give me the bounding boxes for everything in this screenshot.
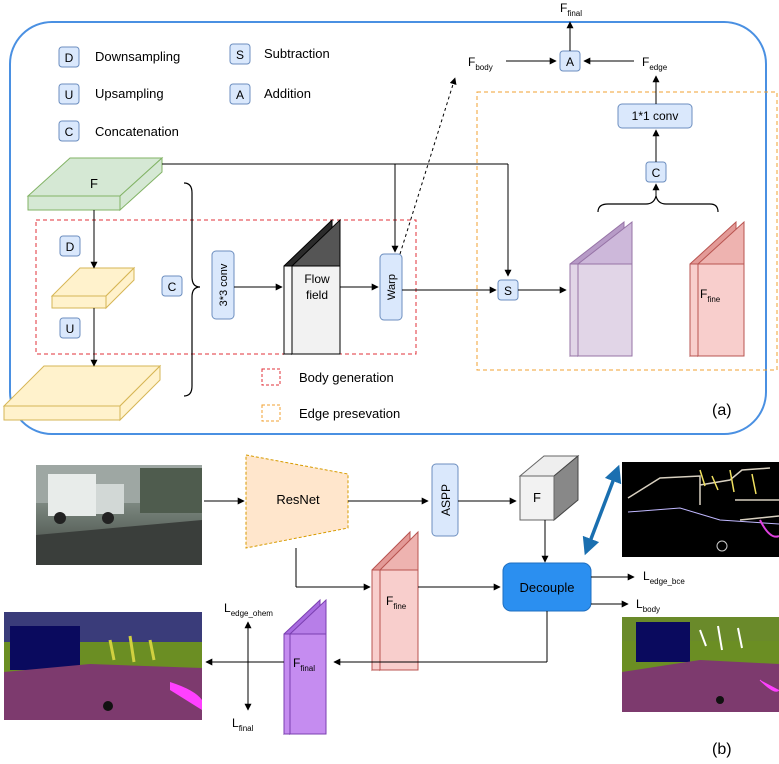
caption-a: (a) xyxy=(712,402,732,419)
conv1x1-label: 1*1 conv xyxy=(632,109,679,123)
op-upsample-label: U xyxy=(66,322,75,336)
body-generation-region xyxy=(35,219,417,355)
f-fine-a-label: Ffine xyxy=(700,287,721,304)
op-upsample xyxy=(59,317,81,339)
body-map-image xyxy=(622,617,779,712)
f-fine-slab-a: Ffine xyxy=(689,220,745,358)
l-edge-bce-label: Ledge_bce xyxy=(643,569,685,586)
correspondence-arrow xyxy=(582,464,622,556)
input-image xyxy=(36,465,202,565)
legend-subtraction: S Subtraction xyxy=(229,43,330,65)
legend-label-subtraction: Subtraction xyxy=(264,46,330,61)
conv1x1-block xyxy=(617,103,693,129)
edge-preservation-label: Edge presevation xyxy=(299,406,400,421)
legend-label-addition: Addition xyxy=(264,86,311,101)
edge-brace xyxy=(597,195,719,213)
legend-concatenation: C Concatenation xyxy=(58,120,179,142)
aspp-block xyxy=(431,463,459,537)
conv3x3-block xyxy=(211,250,235,320)
aspp-feature-cube: F xyxy=(518,454,580,522)
decouple-label: Decouple xyxy=(520,580,575,595)
l-body-label: Lbody xyxy=(636,597,660,614)
op-downsample xyxy=(59,235,81,257)
f-fine-b-label: Ffine xyxy=(386,594,407,611)
op-subtract-label: S xyxy=(504,284,512,298)
f-final-b-label: Ffinal xyxy=(293,656,315,673)
resnet-block xyxy=(245,454,349,549)
legend-label-upsampling: Upsampling xyxy=(95,86,164,101)
caption-b: (b) xyxy=(712,741,732,758)
downsampled-feature-slab xyxy=(50,266,136,310)
panel-a-border xyxy=(9,21,767,435)
flow-field-label-line1: Flow xyxy=(304,272,330,286)
concat-brace xyxy=(183,182,201,397)
conv3x3-label: 3*3 conv xyxy=(218,263,230,306)
edge-map-image xyxy=(622,462,779,557)
upsampled-feature-slab xyxy=(2,364,162,422)
legend-label-downsampling: Downsampling xyxy=(95,49,180,64)
legend-key-s: S xyxy=(236,48,244,62)
legend-key-c: C xyxy=(65,125,74,139)
op-add-label: A xyxy=(566,55,574,69)
op-concat-edge-label: C xyxy=(652,166,661,180)
l-edge-ohem-label: Ledge_ohem xyxy=(224,601,273,618)
op-downsample-label: D xyxy=(66,240,75,254)
legend-key-d: D xyxy=(65,51,74,65)
warp-block xyxy=(379,253,403,321)
body-generation-swatch-icon xyxy=(261,368,281,386)
edge-preservation-swatch-icon xyxy=(261,404,281,422)
op-concat-label: C xyxy=(168,280,177,294)
output-segmentation-image xyxy=(4,612,202,720)
f-final-a-label: Ffinal xyxy=(560,1,582,18)
f-fine-slab-b: Ffine xyxy=(371,530,419,672)
aspp-feature-f-label: F xyxy=(533,490,541,505)
op-box-c-icon xyxy=(58,120,80,142)
body-generation-label: Body generation xyxy=(299,370,394,385)
feature-f-label: F xyxy=(90,176,98,191)
f-final-slab: Ffinal xyxy=(283,598,327,736)
legend-addition: A Addition xyxy=(229,83,311,105)
flow-field-slab: Flow field xyxy=(283,218,341,356)
legend-label-concatenation: Concatenation xyxy=(95,124,179,139)
op-box-u-icon xyxy=(58,83,80,105)
op-box-a-icon xyxy=(229,83,251,105)
op-box-s-icon xyxy=(229,43,251,65)
edge-preservation-region xyxy=(476,91,778,371)
edge-feature-slab xyxy=(569,220,633,358)
aspp-label: ASPP xyxy=(439,484,453,516)
legend-downsampling: D Downsampling xyxy=(58,46,180,68)
legend-key-a: A xyxy=(236,88,244,102)
legend-upsampling: U Upsampling xyxy=(58,83,164,105)
feature-f-slab: F xyxy=(26,156,164,212)
l-final-label: Lfinal xyxy=(232,716,254,733)
resnet-label: ResNet xyxy=(276,492,320,507)
op-box-d-icon xyxy=(58,46,80,68)
f-edge-label: Fedge xyxy=(642,55,668,72)
flow-field-label-line2: field xyxy=(306,288,328,302)
warp-label: Warp xyxy=(386,274,398,300)
f-body-label: Fbody xyxy=(468,55,493,72)
op-concat xyxy=(161,275,183,297)
legend-key-u: U xyxy=(65,88,74,102)
